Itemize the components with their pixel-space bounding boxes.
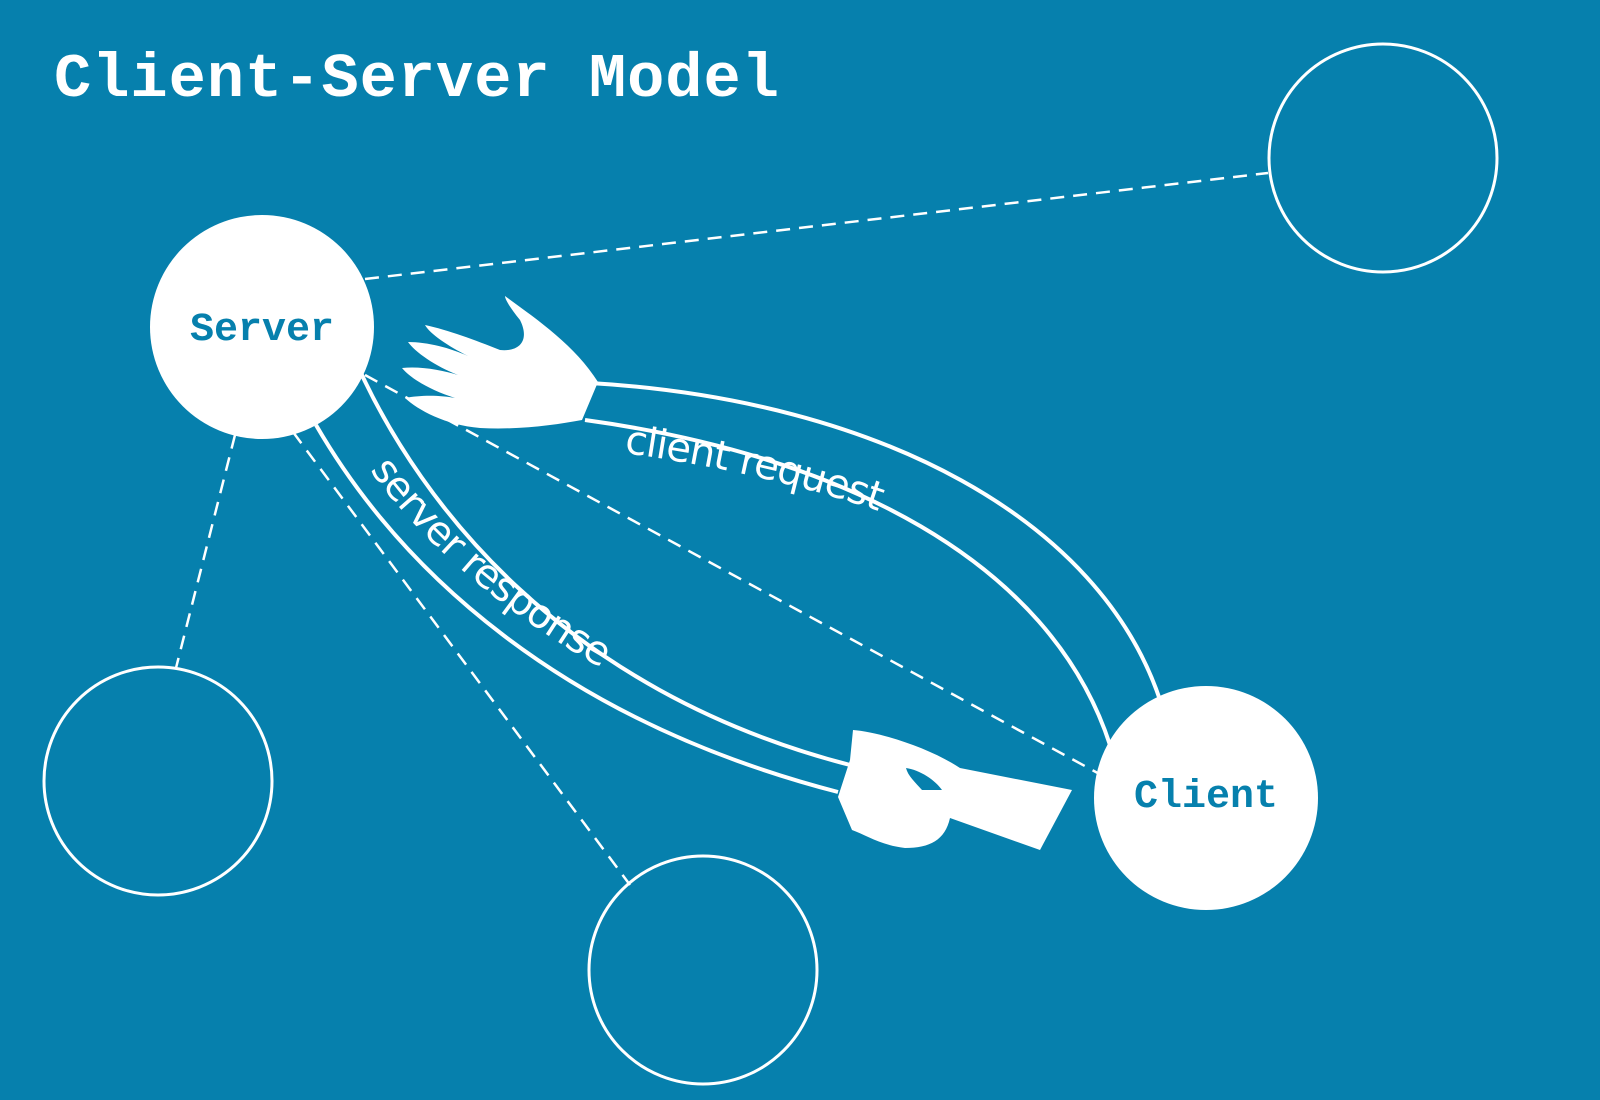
client-request-band: [584, 381, 1162, 746]
server-response-label: server response: [362, 449, 620, 677]
diagram-title: Client-Server Model: [54, 44, 780, 115]
server-node: Server: [150, 215, 374, 439]
request-hand-icon: [402, 296, 598, 429]
server-response-band: [314, 372, 851, 794]
node-empty-left: [42, 665, 274, 897]
link-server-left: [174, 434, 237, 669]
response-hand-icon: [838, 730, 1072, 850]
client-node: Client: [1094, 686, 1318, 910]
link-server-client: [364, 373, 1106, 779]
server-label: Server: [190, 308, 334, 353]
link-server-bottom: [291, 431, 632, 886]
svg-text:server response: server response: [362, 449, 619, 677]
client-label: Client: [1134, 775, 1278, 820]
node-empty-topright: [1267, 42, 1499, 274]
node-empty-bottom: [587, 854, 819, 1086]
link-server-topright: [364, 171, 1269, 281]
